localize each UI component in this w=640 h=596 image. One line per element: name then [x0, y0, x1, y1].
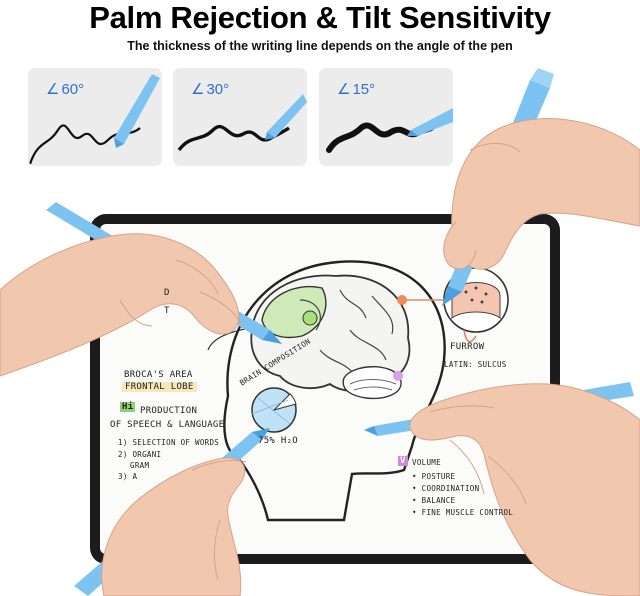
angle-card-30: ∠30° [173, 68, 307, 166]
note-water: 75% H₂O [258, 436, 299, 446]
note-furrow: FURROW [450, 342, 485, 352]
hand-top-left [0, 233, 243, 377]
note-fine-muscle: • FINE MUSCLE CONTROL [412, 508, 514, 517]
note-production: PRODUCTION [140, 406, 198, 416]
page-title: Palm Rejection & Tilt Sensitivity [89, 0, 551, 35]
angle-card-15: ∠15° [319, 68, 453, 166]
note-edge-d: D [164, 288, 170, 298]
angle-label-30: ∠30° [191, 81, 230, 98]
hand-top-right [443, 118, 640, 270]
pen-stroke-60-illustration [28, 74, 160, 165]
note-list-1: 1) SELECTION OF WORDS [118, 438, 220, 447]
note-edge-t: T [164, 306, 170, 316]
note-frontal-lobe: FRONTAL LOBE [122, 382, 197, 392]
note-posture: • POSTURE [412, 472, 456, 481]
brain-cerebellum [342, 366, 402, 400]
note-list-3: 3) A [118, 472, 138, 481]
note-hi-badge: Hi [120, 402, 136, 412]
note-brocas-area: BROCA'S AREA [124, 370, 193, 380]
hand-bottom-left [101, 457, 247, 596]
angle-icon: ∠ [191, 81, 205, 98]
pen-stroke-30-illustration [177, 94, 307, 152]
hand-right [409, 383, 640, 596]
angle-card-60: ∠60° [28, 68, 162, 166]
note-volume-badge: V [398, 456, 408, 466]
note-list-2: 2) ORGANI [118, 450, 162, 459]
angle-icon: ∠ [46, 81, 60, 98]
page-subtitle: The thickness of the writing line depend… [127, 39, 513, 53]
note-volume: VOLUME [412, 458, 441, 467]
note-latin-sulcus: LATIN: SULCUS [444, 360, 507, 369]
note-balance: • BALANCE [412, 496, 456, 505]
note-speech-language: OF SPEECH & LANGUAGE [110, 420, 225, 430]
pen-stroke-15-illustration [326, 108, 453, 153]
angle-label-60: ∠60° [46, 81, 85, 98]
note-list-2b: GRAM [130, 461, 150, 470]
angle-icon: ∠ [337, 81, 351, 98]
angle-label-15: ∠15° [337, 81, 376, 98]
note-coordination: • COORDINATION [412, 484, 480, 493]
